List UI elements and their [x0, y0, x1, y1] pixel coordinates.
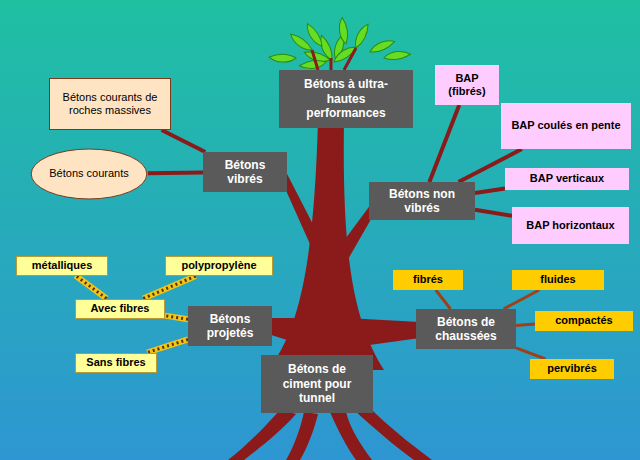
category-box: pervibrés	[530, 359, 614, 379]
connector-line	[516, 324, 535, 325]
node-label: Avec fibres	[91, 302, 150, 315]
branch-connector	[436, 290, 451, 309]
node-label: BAP verticaux	[530, 172, 604, 185]
family-box: Bétons vibrés	[203, 152, 287, 192]
twig	[312, 50, 318, 70]
node-label: Bétons à ultra-hautes performances	[287, 77, 405, 120]
twigs	[312, 48, 356, 70]
category-box: BAP verticaux	[505, 168, 629, 190]
node-label: Bétons de ciment pour tunnel	[269, 362, 365, 405]
root	[354, 408, 432, 460]
category-box: BAP horizontaux	[512, 207, 629, 244]
family-box: Bétons de chaussées	[416, 309, 516, 349]
leaf	[299, 59, 326, 70]
twig	[344, 48, 356, 70]
node-label: Sans fibres	[86, 356, 145, 369]
connector-spots	[143, 276, 195, 299]
category-box: fluides	[512, 270, 604, 290]
category-box: métalliques	[16, 256, 108, 276]
branch	[268, 318, 304, 344]
connector-line	[162, 130, 206, 152]
connector-line	[475, 210, 512, 216]
branch-connector	[516, 348, 546, 359]
connector-line	[165, 316, 188, 320]
category-box: compactés	[535, 311, 633, 331]
node-label: métalliques	[32, 259, 93, 272]
node-label: fluides	[540, 273, 575, 286]
node-label: Bétons vibrés	[211, 158, 279, 187]
connector-line	[504, 290, 540, 309]
category-box: Bétons courants de roches massives	[49, 78, 171, 130]
category-box: fibrés	[393, 270, 463, 290]
category-box: BAP coulés en pente	[501, 103, 631, 149]
connector-line	[436, 290, 451, 309]
leaf	[269, 51, 296, 66]
leaf	[384, 50, 411, 61]
node-label: Bétons de chaussées	[424, 315, 508, 344]
root	[228, 410, 296, 460]
branch-connector	[143, 276, 195, 299]
leaves	[269, 17, 411, 70]
twig	[330, 58, 333, 70]
category-box: Avec fibres	[75, 299, 165, 319]
connector-line	[75, 276, 106, 299]
node-label: BAP horizontaux	[526, 219, 614, 232]
node-label: BAP coulés en pente	[511, 119, 620, 132]
leaf	[320, 34, 333, 61]
connector-spots	[75, 276, 106, 299]
connector-line	[143, 276, 195, 299]
branch	[346, 318, 420, 346]
node-label: Bétons courants	[49, 167, 129, 180]
family-box: Bétons non vibrés	[369, 182, 475, 220]
leaf	[306, 21, 323, 48]
node-label: fibrés	[413, 273, 443, 286]
branch-connector	[148, 172, 203, 174]
branch-connector	[429, 105, 459, 182]
connector-spots	[147, 339, 188, 352]
branch	[284, 168, 320, 262]
node-label: BAP (fibrés)	[443, 72, 491, 98]
node-label: polypropylène	[181, 259, 256, 272]
leaf	[369, 40, 396, 53]
category-ellipse: Bétons courants	[30, 148, 148, 200]
branch-connector	[475, 188, 505, 193]
category-box: BAP (fibrés)	[435, 65, 499, 105]
branch-connector	[165, 316, 188, 320]
connector-spots	[165, 316, 188, 320]
root-box: Bétons de ciment pour tunnel	[261, 355, 373, 413]
family-box: Bétons projetés	[188, 306, 272, 346]
category-box: Sans fibres	[75, 353, 157, 373]
node-label: Bétons projetés	[196, 312, 264, 341]
connector-line	[475, 188, 505, 193]
root	[286, 412, 318, 460]
node-label: Bétons courants de roches massives	[56, 91, 164, 117]
connector-line	[147, 339, 188, 352]
family-box: Bétons à ultra-hautes performances	[279, 70, 413, 128]
node-label: pervibrés	[547, 362, 597, 375]
branch-connector	[475, 210, 512, 216]
connector-line	[516, 348, 546, 359]
branch-connector	[516, 324, 535, 325]
branch-connector	[75, 276, 106, 299]
connector-line	[429, 105, 459, 182]
branch-connector	[504, 290, 540, 309]
branch-connector	[162, 130, 206, 152]
connector-line	[148, 171, 203, 176]
leaf	[350, 23, 373, 49]
leaf	[338, 17, 349, 44]
node-label: Bétons non vibrés	[377, 187, 467, 216]
category-box: polypropylène	[165, 256, 273, 276]
node-label: compactés	[555, 314, 612, 327]
ellipse-shape	[31, 149, 147, 199]
branch-connector	[147, 339, 188, 352]
